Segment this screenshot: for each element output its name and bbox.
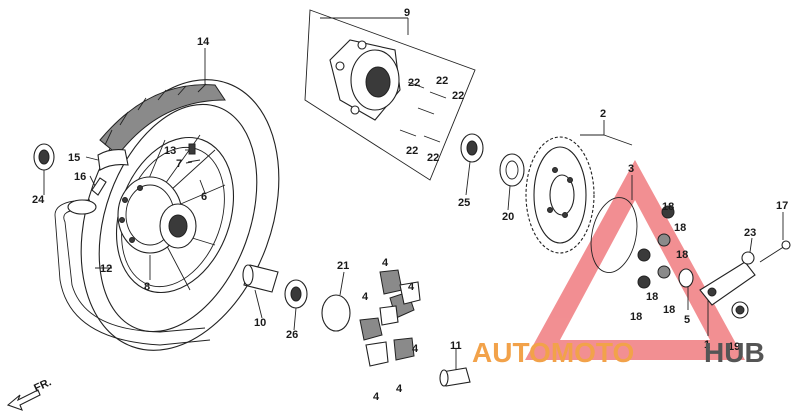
nut-23 — [741, 251, 755, 265]
callout-3: 3 — [628, 163, 634, 175]
callout-4: 4 — [412, 343, 419, 355]
watermark-triangle — [525, 160, 745, 360]
driven-flange-9 — [329, 39, 401, 121]
callout-20: 20 — [502, 211, 514, 223]
callout-10: 10 — [254, 317, 266, 329]
callout-26: 26 — [286, 329, 298, 341]
callout-4: 4 — [362, 291, 369, 303]
callout-8: 8 — [144, 281, 150, 293]
callout-18: 18 — [663, 304, 675, 316]
valve-16 — [91, 177, 107, 196]
callout-2: 2 — [600, 108, 606, 120]
guard-ring-3 — [590, 197, 638, 273]
callout-4: 4 — [408, 281, 415, 293]
driven-sprocket-2 — [525, 136, 595, 254]
callout-12: 12 — [100, 263, 112, 275]
watermark: AUTOMOTO HUB — [472, 337, 765, 368]
callout-14: 14 — [197, 36, 210, 48]
callout-17: 17 — [776, 200, 788, 212]
callout-21: 21 — [337, 260, 349, 272]
spoke-7 — [187, 159, 201, 163]
callout-4: 4 — [396, 383, 403, 395]
callout-4: 4 — [382, 257, 389, 269]
adjuster-plate-1 — [699, 261, 756, 306]
callout-18: 18 — [630, 311, 642, 323]
callout-18: 18 — [646, 291, 658, 303]
leader-lines — [43, 17, 784, 370]
bearing-24 — [33, 143, 55, 171]
callout-22: 22 — [427, 152, 439, 164]
callout-22: 22 — [452, 90, 464, 102]
callout-11: 11 — [450, 340, 462, 352]
callout-18: 18 — [662, 201, 674, 213]
callout-9: 9 — [404, 7, 410, 19]
wheel-hub — [117, 176, 197, 254]
callout-18: 18 — [674, 222, 686, 234]
collar-10 — [242, 264, 279, 293]
callout-4: 4 — [373, 391, 380, 403]
callout-18: 18 — [676, 249, 688, 261]
callout-19: 19 — [728, 341, 740, 353]
watermark-text-part2: HUB — [704, 337, 765, 368]
callout-15: 15 — [68, 152, 80, 164]
bearing-26 — [284, 279, 308, 309]
callout-13: 13 — [164, 145, 176, 157]
nuts-18 — [637, 205, 675, 289]
collar-11 — [439, 367, 471, 387]
direction-label: FR. — [32, 376, 53, 394]
spoke-nipple-13 — [188, 143, 196, 155]
callout-22: 22 — [436, 75, 448, 87]
callout-labels: 1 2 3 4 4 4 4 4 4 5 6 7 8 9 10 11 12 13 … — [32, 7, 788, 403]
callout-6: 6 — [201, 191, 207, 203]
damper-rubbers-4 — [359, 269, 421, 367]
bearing-25 — [460, 133, 484, 163]
callout-7: 7 — [176, 158, 182, 170]
callout-24: 24 — [32, 194, 45, 206]
studs-22 — [399, 81, 447, 143]
callout-1: 1 — [704, 339, 710, 351]
callout-5: 5 — [684, 314, 690, 326]
callout-22: 22 — [408, 77, 420, 89]
driven-flange-box-9 — [304, 9, 476, 181]
bolt-17 — [759, 240, 791, 263]
inner-tube — [54, 199, 211, 346]
callout-16: 16 — [74, 171, 86, 183]
watermark-text-part1: AUTOMOTO — [472, 337, 634, 368]
rim-band-15 — [97, 149, 129, 171]
callout-23: 23 — [744, 227, 756, 239]
collar-5 — [678, 268, 694, 288]
callout-22: 22 — [406, 145, 418, 157]
callout-25: 25 — [458, 197, 470, 209]
oil-seal-20 — [499, 153, 525, 187]
front-direction-arrow: FR. — [6, 376, 53, 411]
o-ring-21 — [321, 294, 351, 332]
nut-19 — [731, 301, 749, 319]
